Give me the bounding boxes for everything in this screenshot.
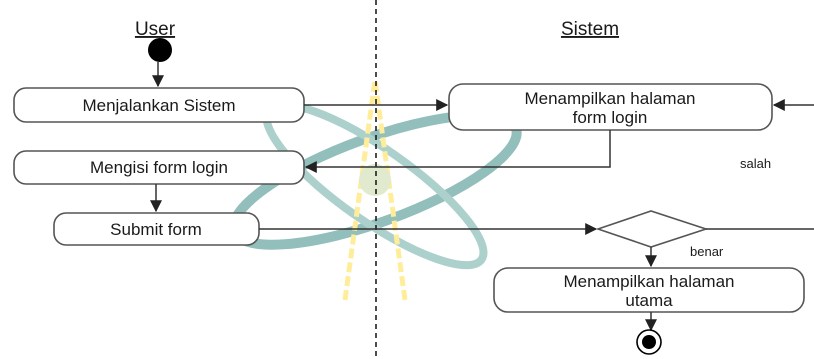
activity-label: Menjalankan Sistem: [82, 96, 235, 115]
activity-label: Menampilkan halaman: [524, 89, 695, 108]
lane-title-system: Sistem: [561, 19, 619, 40]
watermark-globe-icon: [359, 164, 391, 196]
activity-label: form login: [573, 108, 648, 127]
activity-label: Mengisi form login: [90, 158, 228, 177]
decision-node: [595, 210, 709, 248]
guard-label-wrong: salah: [740, 156, 771, 171]
initial-node: [148, 38, 172, 62]
activity-fill-login: [13, 150, 305, 185]
activity-show-main: [493, 267, 805, 313]
activity-label: utama: [625, 291, 673, 310]
watermark-lines: [342, 79, 408, 301]
guard-label-right: benar: [690, 244, 724, 259]
activity-label: Menampilkan halaman: [563, 272, 734, 291]
lane-title-user: User: [135, 19, 176, 40]
activity-label: Submit form: [110, 220, 202, 239]
flow-arrow: [304, 130, 611, 173]
final-node-core: [642, 335, 656, 349]
